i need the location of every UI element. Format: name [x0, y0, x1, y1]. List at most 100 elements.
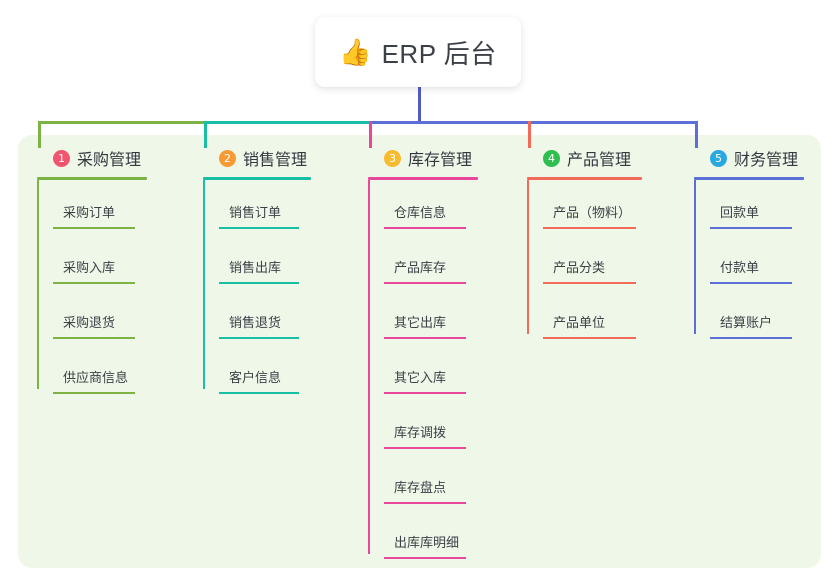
leaf-underline — [384, 392, 466, 394]
branch-number-badge-1: 1 — [53, 149, 70, 167]
leaf-underline — [384, 282, 466, 284]
leaf-item[interactable]: 付款单 — [694, 257, 792, 284]
leaf-label: 销售订单 — [229, 205, 282, 220]
leaf-underline — [53, 392, 135, 394]
branch-header-2[interactable]: 2 销售管理 — [203, 146, 311, 170]
leaf-item[interactable]: 产品分类 — [527, 257, 636, 284]
leaf-label: 付款单 — [720, 260, 760, 275]
leaf-label: 产品库存 — [394, 260, 447, 275]
leaf-underline — [384, 557, 466, 559]
leaf-item[interactable]: 仓库信息 — [368, 202, 466, 229]
leaf-item[interactable]: 其它入库 — [368, 367, 466, 394]
leaf-label: 销售出库 — [229, 260, 282, 275]
leaf-item[interactable]: 采购入库 — [37, 257, 135, 284]
leaf-underline — [219, 227, 299, 229]
leaf-underline — [710, 337, 792, 339]
branch-column-3: 3 库存管理仓库信息产品库存其它出库其它入库库存调拨库存盘点出库库明细 — [368, 146, 478, 559]
branch-rail-1 — [37, 180, 39, 389]
leaf-label: 采购退货 — [63, 315, 116, 330]
bus-segment-3 — [369, 121, 698, 124]
branch-title-4: 产品管理 — [567, 152, 632, 169]
leaf-underline — [384, 337, 466, 339]
leaf-item[interactable]: 产品库存 — [368, 257, 466, 284]
leaf-label: 产品分类 — [553, 260, 606, 275]
root-node[interactable]: 👍 ERP 后台 — [315, 17, 521, 87]
branch-number-badge-2: 2 — [219, 149, 236, 167]
leaf-label: 客户信息 — [229, 370, 282, 385]
branch-column-2: 2 销售管理销售订单销售出库销售退货客户信息 — [203, 146, 311, 394]
branch-column-4: 4 产品管理产品（物料） 产品分类产品单位 — [527, 146, 642, 339]
branch-title-3: 库存管理 — [408, 152, 473, 169]
branch-number-badge-5: 5 — [710, 149, 727, 167]
branch-underline-1 — [37, 177, 147, 180]
branch-drop-2 — [204, 121, 207, 148]
root-stem — [418, 87, 421, 124]
branch-drop-4 — [528, 121, 531, 148]
branch-underline-4 — [527, 177, 642, 180]
leaf-label: 采购订单 — [63, 205, 116, 220]
leaf-label: 供应商信息 — [63, 370, 129, 385]
leaf-label: 回款单 — [720, 205, 760, 220]
leaf-item[interactable]: 采购退货 — [37, 312, 135, 339]
branch-rail-4 — [527, 180, 529, 334]
leaf-underline — [384, 447, 466, 449]
leaf-underline — [53, 227, 135, 229]
branches-panel — [18, 135, 821, 568]
branch-title-1: 采购管理 — [77, 152, 142, 169]
leaf-item[interactable]: 其它出库 — [368, 312, 466, 339]
leaf-item[interactable]: 销售退货 — [203, 312, 299, 339]
thumbs-up-emoji: 👍 — [339, 37, 372, 67]
leaf-label: 结算账户 — [720, 315, 773, 330]
leaf-underline — [710, 227, 792, 229]
leaf-label: 产品（物料） — [553, 205, 632, 220]
leaf-item[interactable]: 销售出库 — [203, 257, 299, 284]
leaf-item[interactable]: 产品（物料） — [527, 202, 636, 229]
leaf-underline — [219, 337, 299, 339]
leaf-label: 出库库明细 — [394, 535, 460, 550]
branch-underline-3 — [368, 177, 478, 180]
branch-number-badge-3: 3 — [384, 149, 401, 167]
leaf-item[interactable]: 产品单位 — [527, 312, 636, 339]
branch-header-4[interactable]: 4 产品管理 — [527, 146, 642, 170]
leaf-label: 仓库信息 — [394, 205, 447, 220]
root-title: ERP 后台 — [381, 38, 497, 69]
leaf-label: 采购入库 — [63, 260, 116, 275]
branch-drop-5 — [695, 121, 698, 148]
leaf-item[interactable]: 客户信息 — [203, 367, 299, 394]
leaf-label: 库存调拨 — [394, 425, 447, 440]
leaf-underline — [219, 282, 299, 284]
bus-segment-1 — [38, 121, 204, 124]
branch-rail-3 — [368, 180, 370, 554]
branch-number-badge-4: 4 — [543, 149, 560, 167]
branch-underline-5 — [694, 177, 804, 180]
leaf-item[interactable]: 回款单 — [694, 202, 792, 229]
leaf-underline — [53, 337, 135, 339]
leaf-item[interactable]: 采购订单 — [37, 202, 135, 229]
leaf-underline — [543, 337, 636, 339]
leaf-underline — [219, 392, 299, 394]
leaf-item[interactable]: 供应商信息 — [37, 367, 135, 394]
leaf-underline — [384, 227, 466, 229]
leaf-label: 其它出库 — [394, 315, 447, 330]
leaf-item[interactable]: 出库库明细 — [368, 532, 466, 559]
leaf-item[interactable]: 库存调拨 — [368, 422, 466, 449]
leaf-label: 销售退货 — [229, 315, 282, 330]
branch-title-2: 销售管理 — [243, 152, 308, 169]
leaf-item[interactable]: 结算账户 — [694, 312, 792, 339]
leaf-item[interactable]: 库存盘点 — [368, 477, 466, 504]
branch-header-3[interactable]: 3 库存管理 — [368, 146, 478, 170]
leaf-underline — [53, 282, 135, 284]
leaf-label: 其它入库 — [394, 370, 447, 385]
branch-header-1[interactable]: 1 采购管理 — [37, 146, 147, 170]
bus-segment-2 — [204, 121, 369, 124]
leaf-label: 库存盘点 — [394, 480, 447, 495]
leaf-underline — [710, 282, 792, 284]
leaf-underline — [543, 282, 636, 284]
branch-rail-2 — [203, 180, 205, 389]
branch-column-1: 1 采购管理采购订单采购入库采购退货供应商信息 — [37, 146, 147, 394]
branch-underline-2 — [203, 177, 311, 180]
leaf-item[interactable]: 销售订单 — [203, 202, 299, 229]
